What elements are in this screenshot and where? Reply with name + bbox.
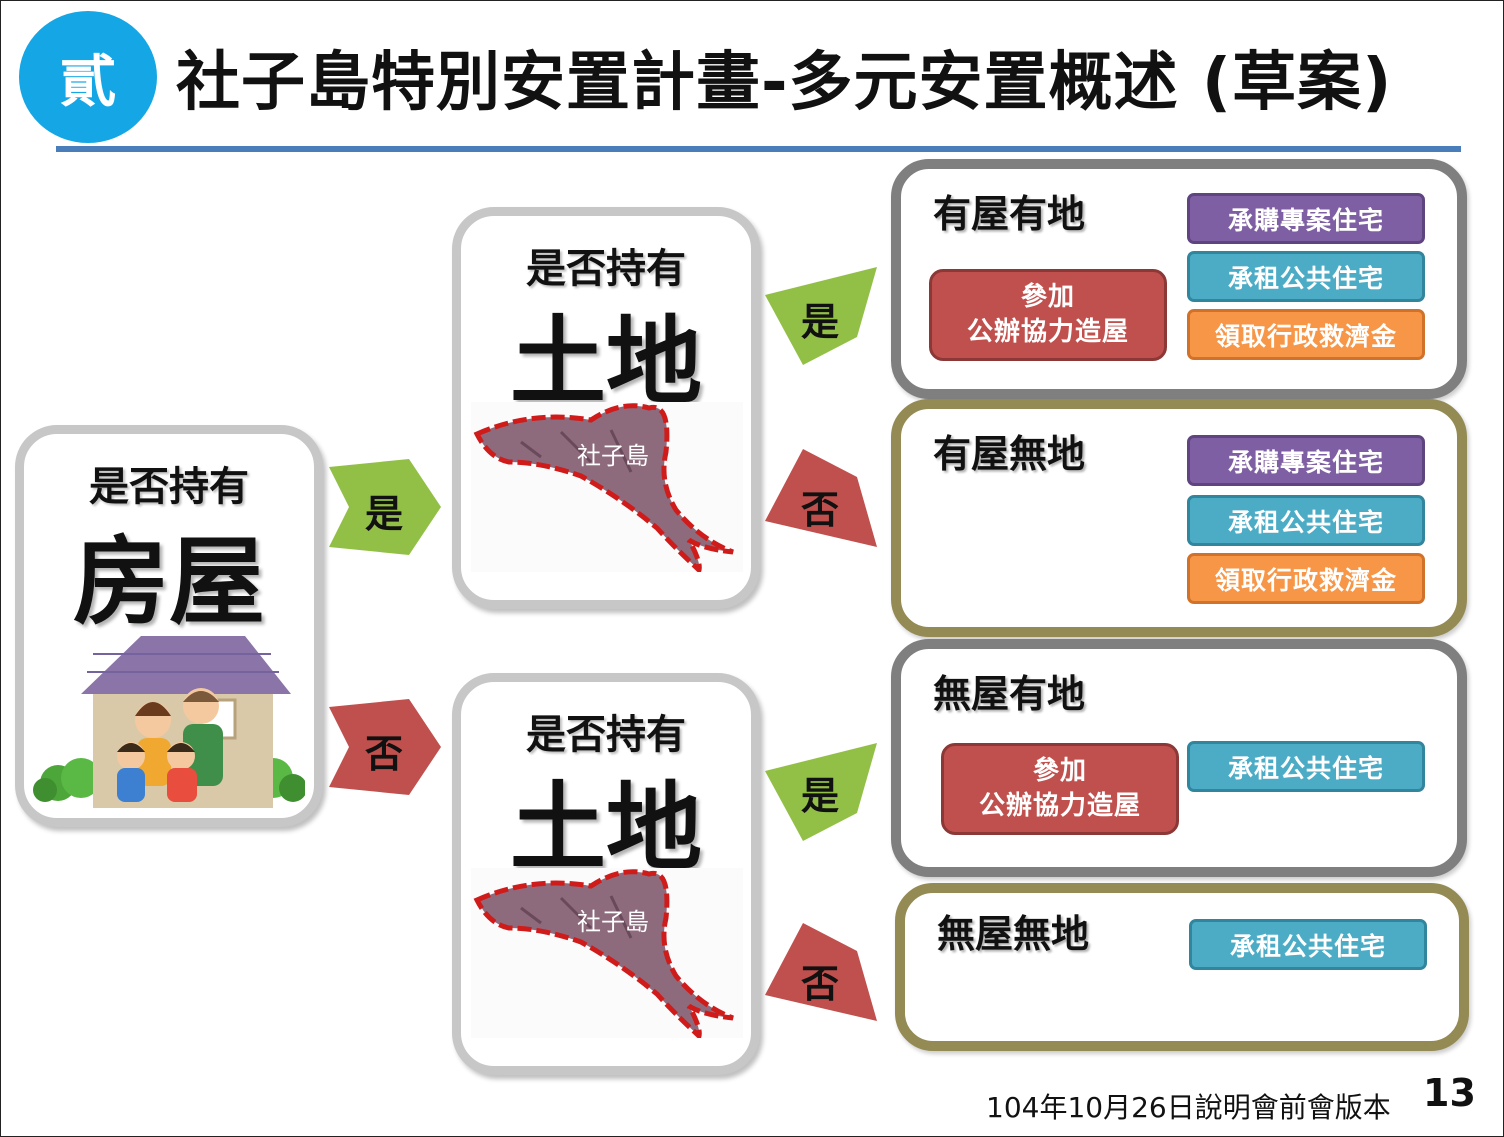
shezi-island-map: 社子島 xyxy=(471,402,743,572)
yes-arrow-house-label: 是 xyxy=(365,492,404,536)
land-card-subject: 土地 xyxy=(510,306,702,418)
option-cooperative-build-line1: 參加 xyxy=(1032,756,1087,786)
no-arrow-house xyxy=(329,699,441,795)
no-arrow-land-lower-label: 否 xyxy=(801,962,840,1006)
yes-arrow-land-upper xyxy=(765,267,877,365)
family-house-illustration xyxy=(33,636,305,808)
option-rent-public-housing: 承租公共住宅 xyxy=(1187,741,1425,792)
land-card-subject: 土地 xyxy=(510,772,702,884)
version-note: 104年10月26日說明會前會版本 xyxy=(986,1091,1391,1124)
land-question-card-upper: 是否持有 土地 社子島 xyxy=(452,207,760,609)
house-card-subject: 房屋 xyxy=(73,526,265,638)
land-card-question: 是否持有 xyxy=(526,712,686,758)
page-title: 社子島特別安置計畫-多元安置概述 (草案) xyxy=(176,46,1393,120)
option-rent-public-housing: 承租公共住宅 xyxy=(1187,251,1425,302)
option-rent-public-housing: 承租公共住宅 xyxy=(1189,919,1427,970)
option-cooperative-build-line1: 參加 xyxy=(1020,282,1075,312)
shezi-island-map: 社子島 xyxy=(471,868,743,1038)
land-question-card-lower: 是否持有 土地 社子島 xyxy=(452,673,760,1075)
page-number: 13 xyxy=(1423,1071,1476,1115)
yes-arrow-land-lower xyxy=(765,743,877,841)
result-title: 無屋無地 xyxy=(937,912,1090,956)
yes-arrow-land-lower-label: 是 xyxy=(801,774,840,818)
option-cooperative-build-line2: 公辦協力造屋 xyxy=(978,791,1141,822)
section-badge: 貳 xyxy=(19,11,157,143)
house-card-question: 是否持有 xyxy=(89,464,249,510)
no-arrow-land-lower xyxy=(765,923,877,1021)
result-title: 有屋有地 xyxy=(933,192,1086,236)
result-no-house-no-land: 無屋無地 承租公共住宅 xyxy=(895,883,1469,1051)
option-relief-fund: 領取行政救濟金 xyxy=(1187,553,1425,604)
title-divider xyxy=(56,146,1461,152)
no-arrow-land-upper-label: 否 xyxy=(801,488,840,532)
option-purchase-housing: 承購專案住宅 xyxy=(1187,435,1425,486)
option-relief-fund: 領取行政救濟金 xyxy=(1187,309,1425,360)
option-cooperative-build: 參加 公辦協力造屋 xyxy=(929,269,1167,362)
option-purchase-housing: 承購專案住宅 xyxy=(1187,193,1425,244)
map-label: 社子島 xyxy=(577,908,649,936)
no-arrow-house-label: 否 xyxy=(365,732,404,776)
section-badge-text: 貳 xyxy=(60,49,116,115)
land-card-question: 是否持有 xyxy=(526,246,686,292)
option-rent-public-housing: 承租公共住宅 xyxy=(1187,495,1425,546)
house-question-card: 是否持有 房屋 xyxy=(15,425,323,827)
yes-arrow-house xyxy=(329,459,441,555)
map-label: 社子島 xyxy=(577,442,649,470)
yes-arrow-land-upper-label: 是 xyxy=(801,300,840,344)
option-cooperative-build: 參加 公辦協力造屋 xyxy=(941,743,1179,836)
option-cooperative-build-line2: 公辦協力造屋 xyxy=(966,317,1129,348)
result-house-and-land: 有屋有地 承購專案住宅 承租公共住宅 領取行政救濟金 參加 公辦協力造屋 xyxy=(891,159,1467,399)
result-house-no-land: 有屋無地 承購專案住宅 承租公共住宅 領取行政救濟金 xyxy=(891,399,1467,637)
result-title: 有屋無地 xyxy=(933,432,1086,476)
result-land-no-house: 無屋有地 承租公共住宅 參加 公辦協力造屋 xyxy=(891,639,1467,877)
no-arrow-land-upper xyxy=(765,449,877,547)
result-title: 無屋有地 xyxy=(933,672,1086,716)
